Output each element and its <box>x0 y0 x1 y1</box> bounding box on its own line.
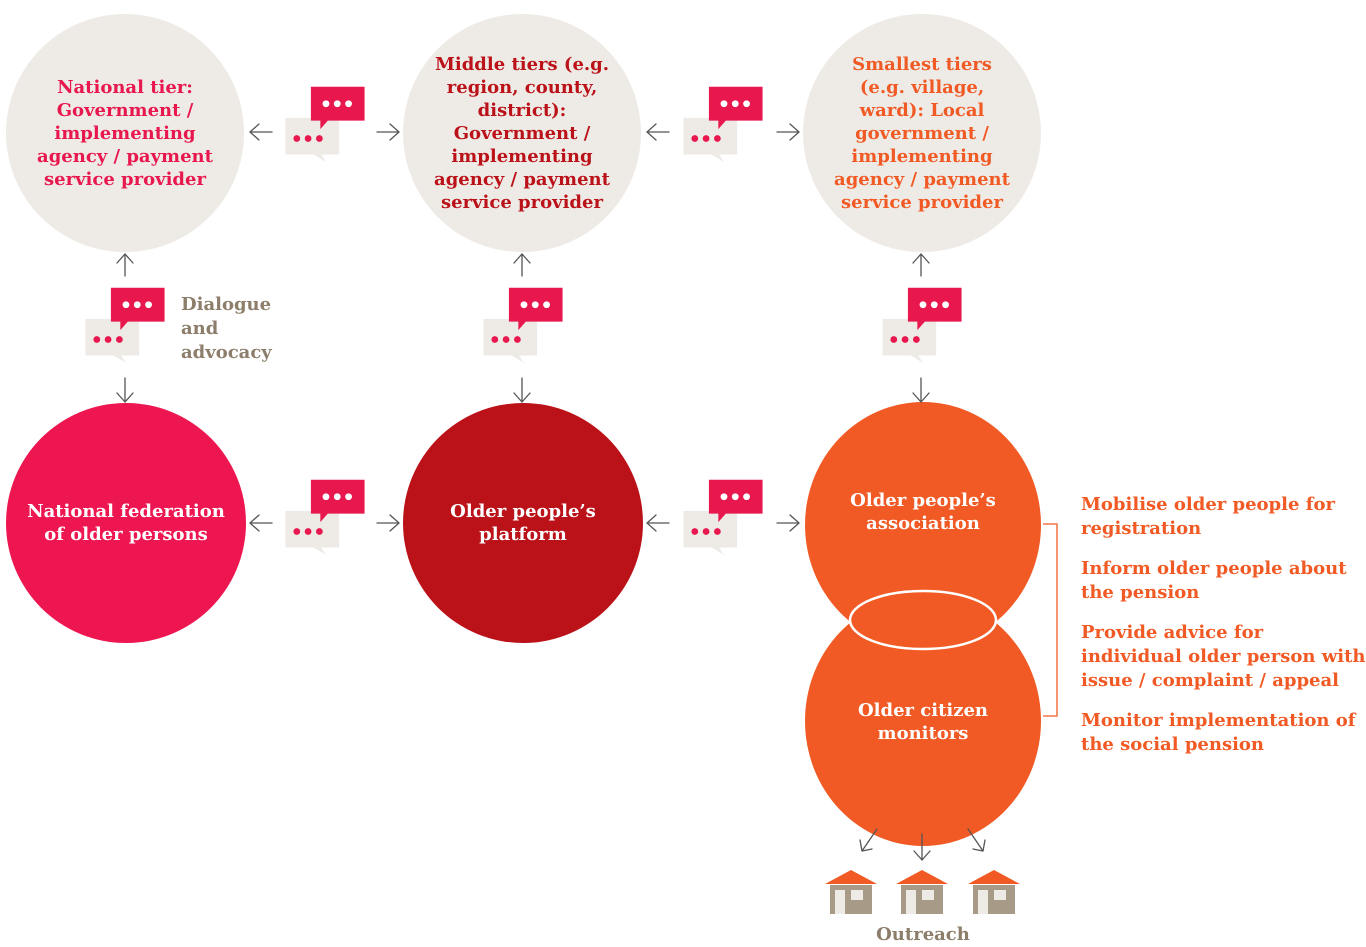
arrow-icon <box>776 514 800 532</box>
arrow-icon <box>776 123 800 141</box>
house-icon <box>896 870 948 914</box>
speech-bubbles-icon <box>683 479 763 556</box>
arrow-icon <box>912 377 930 403</box>
speech-bubbles-icon <box>483 287 563 364</box>
national-federation-label: National federation of older persons <box>27 501 225 545</box>
speech-bubbles-icon <box>285 479 365 556</box>
activities-bracket <box>1043 523 1058 717</box>
older-citizen-monitors-label: Older citizen monitors <box>857 700 989 744</box>
outreach-label: Outreach <box>876 924 970 945</box>
activity-item: Mobilise older people for registration <box>1081 494 1335 539</box>
arrow-icon <box>376 123 400 141</box>
middle-tier-circle: Middle tiers (e.g. region, county, distr… <box>403 14 641 252</box>
older-peoples-association-circle: Older people’s association <box>805 402 1041 648</box>
national-tier-circle: National tier: Government / implementing… <box>6 14 244 252</box>
arrow-icon <box>912 253 930 277</box>
arrow-icon <box>249 514 273 532</box>
arrow-icon <box>967 828 986 852</box>
dialogue-advocacy-label: Dialogue and advocacy <box>181 294 272 363</box>
arrow-icon <box>859 828 878 852</box>
arrow-icon <box>249 123 273 141</box>
arrow-icon <box>646 123 670 141</box>
smallest-tier-circle: Smallest tiers (e.g. village, ward): Loc… <box>803 14 1041 252</box>
activity-item: Provide advice for individual older pers… <box>1081 622 1366 691</box>
speech-bubbles-icon <box>882 287 962 364</box>
house-icon <box>968 870 1020 914</box>
arrow-icon <box>913 833 931 861</box>
speech-bubbles-icon <box>85 287 165 364</box>
arrow-icon <box>646 514 670 532</box>
older-peoples-association-label: Older people’s association <box>850 490 996 534</box>
speech-bubbles-icon <box>683 86 763 163</box>
activity-item: Monitor implementation of the social pen… <box>1081 710 1356 755</box>
arrow-icon <box>513 377 531 403</box>
older-peoples-platform-circle: Older people’s platform <box>403 403 643 643</box>
smallest-tier-label: Smallest tiers (e.g. village, ward): Loc… <box>834 53 1010 213</box>
arrow-icon <box>513 253 531 277</box>
arrow-icon <box>376 514 400 532</box>
arrow-icon <box>116 253 134 277</box>
older-peoples-platform-label: Older people’s platform <box>450 501 596 545</box>
arrow-icon <box>116 377 134 403</box>
middle-tier-label: Middle tiers (e.g. region, county, distr… <box>434 53 610 213</box>
national-tier-label: National tier: Government / implementing… <box>37 76 213 190</box>
house-icon <box>825 870 877 914</box>
activity-item: Inform older people about the pension <box>1081 558 1347 603</box>
speech-bubbles-icon <box>285 86 365 163</box>
national-federation-circle: National federation of older persons <box>6 403 246 643</box>
